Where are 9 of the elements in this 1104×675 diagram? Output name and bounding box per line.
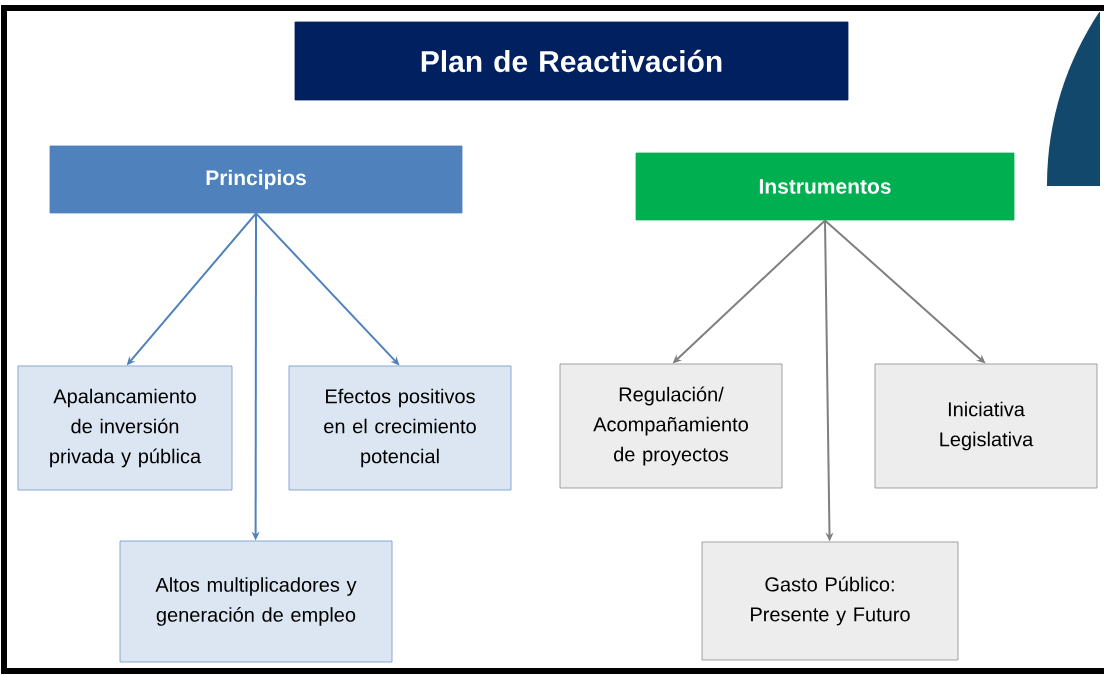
instrument-box: Iniciativa Legislativa bbox=[874, 363, 1098, 489]
category-box: Principios bbox=[49, 145, 463, 214]
principle-box: Efectos positivos en el crecimiento potencial bbox=[288, 365, 512, 491]
title-box: Plan de Reactivación bbox=[294, 21, 849, 101]
instrument-box: Regulación/ Acompañamiento de proyectos bbox=[559, 363, 783, 489]
principle-box: Altos multiplicadores y generación de empleo bbox=[119, 540, 393, 663]
principle-box: Apalancamiento de inversión privada y pública bbox=[17, 365, 233, 491]
instrument-box: Gasto Público: Presente y Futuro bbox=[701, 541, 959, 661]
category-box: Instrumentos bbox=[635, 152, 1015, 221]
